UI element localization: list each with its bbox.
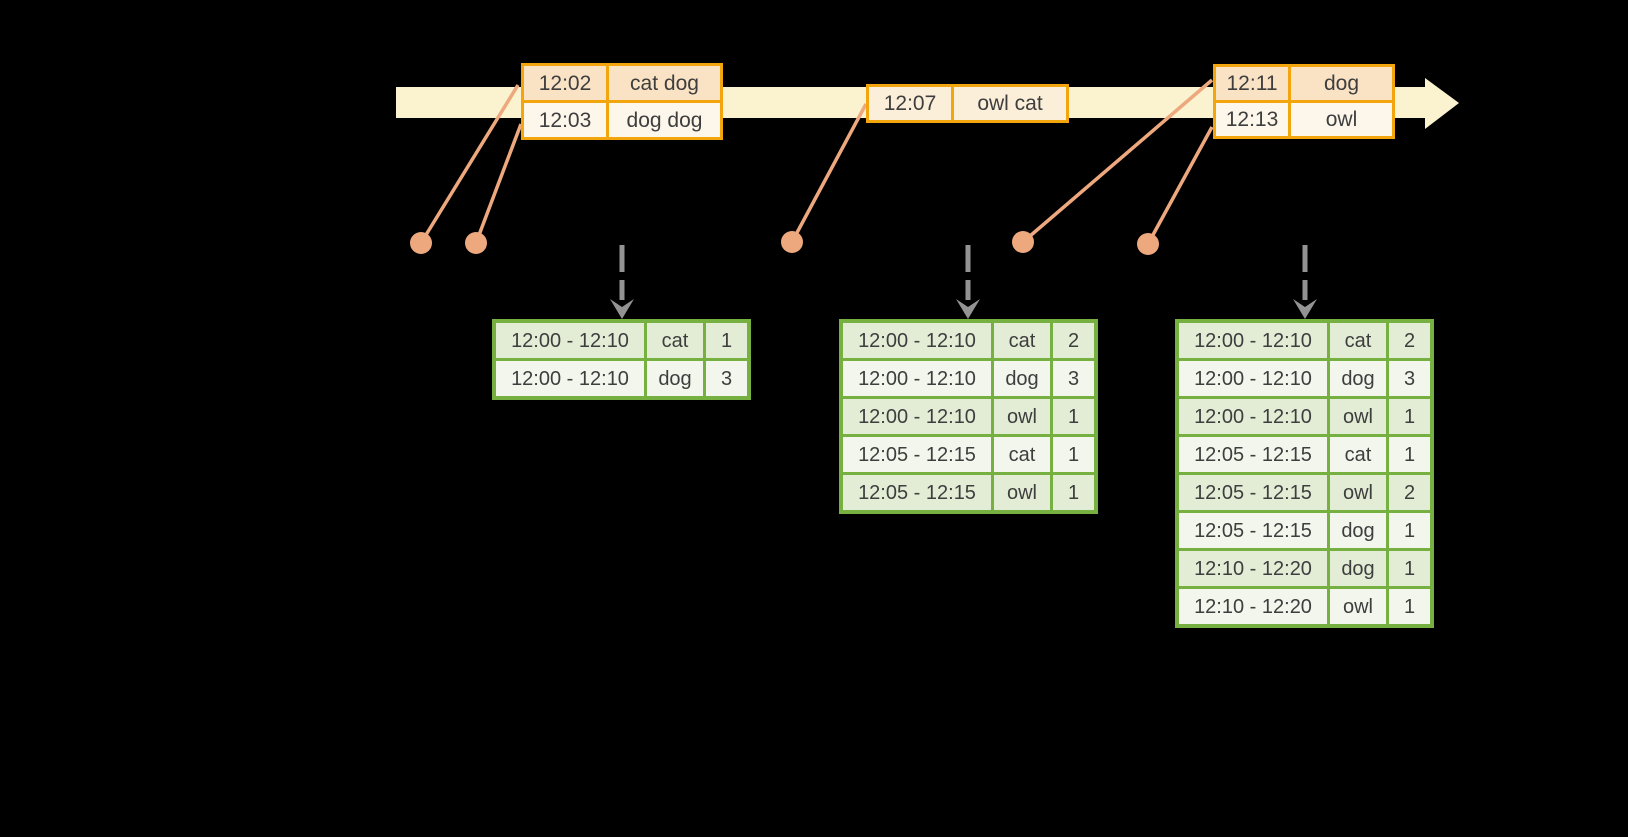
count-cell: 1 (1389, 589, 1430, 624)
result-table: 12:00 - 12:10 cat 2 12:00 - 12:10 dog 3 … (1175, 319, 1434, 628)
event-words-cell: owl (1291, 103, 1392, 136)
event-table: 12:11 dog 12:13 owl (1213, 64, 1395, 139)
word-cell: dog (994, 361, 1050, 396)
count-cell: 3 (1389, 361, 1430, 396)
count-cell: 1 (1053, 399, 1094, 434)
window-cell: 12:00 - 12:10 (843, 399, 991, 434)
window-cell: 12:05 - 12:15 (843, 475, 991, 510)
count-cell: 2 (1053, 323, 1094, 358)
event-dot (465, 232, 487, 254)
event-time-cell: 12:07 (869, 87, 951, 120)
connector-line (790, 103, 868, 243)
window-cell: 12:05 - 12:15 (1179, 475, 1327, 510)
event-time-cell: 12:11 (1216, 67, 1288, 100)
connector-line (474, 123, 523, 244)
window-cell: 12:00 - 12:10 (1179, 399, 1327, 434)
count-cell: 1 (1389, 513, 1430, 548)
window-cell: 12:10 - 12:20 (1179, 551, 1327, 586)
event-time-cell: 12:02 (524, 66, 606, 100)
word-cell: owl (1330, 475, 1386, 510)
connector-line (1021, 78, 1214, 244)
event-words-cell: cat dog (609, 66, 720, 100)
word-cell: owl (1330, 589, 1386, 624)
window-cell: 12:00 - 12:10 (843, 323, 991, 358)
window-cell: 12:05 - 12:15 (843, 437, 991, 472)
result-arrow-icon (610, 245, 634, 319)
count-cell: 1 (1389, 399, 1430, 434)
event-dot (781, 231, 803, 253)
count-cell: 1 (706, 323, 747, 358)
result-table: 12:00 - 12:10 cat 1 12:00 - 12:10 dog 3 (492, 319, 751, 400)
word-cell: owl (994, 475, 1050, 510)
word-cell: owl (994, 399, 1050, 434)
window-cell: 12:00 - 12:10 (496, 323, 644, 358)
event-table: 12:07 owl cat (866, 84, 1069, 123)
word-cell: dog (1330, 551, 1386, 586)
count-cell: 1 (1389, 551, 1430, 586)
window-cell: 12:00 - 12:10 (1179, 323, 1327, 358)
count-cell: 1 (1053, 437, 1094, 472)
result-arrow-icon (1293, 245, 1317, 319)
event-dot (410, 232, 432, 254)
event-dot (1137, 233, 1159, 255)
word-cell: dog (1330, 513, 1386, 548)
count-cell: 3 (706, 361, 747, 396)
count-cell: 1 (1389, 437, 1430, 472)
count-cell: 3 (1053, 361, 1094, 396)
count-cell: 2 (1389, 323, 1430, 358)
word-cell: cat (1330, 323, 1386, 358)
count-cell: 2 (1389, 475, 1430, 510)
event-dot (1012, 231, 1034, 253)
event-words-cell: owl cat (954, 87, 1066, 120)
event-time-cell: 12:03 (524, 103, 606, 137)
result-table: 12:00 - 12:10 cat 2 12:00 - 12:10 dog 3 … (839, 319, 1098, 514)
event-time-cell: 12:13 (1216, 103, 1288, 136)
count-cell: 1 (1053, 475, 1094, 510)
window-cell: 12:00 - 12:10 (496, 361, 644, 396)
event-table: 12:02 cat dog 12:03 dog dog (521, 63, 723, 140)
word-cell: dog (647, 361, 703, 396)
event-words-cell: dog dog (609, 103, 720, 137)
timeline-arrowhead-icon (1425, 78, 1459, 129)
word-cell: cat (1330, 437, 1386, 472)
word-cell: owl (1330, 399, 1386, 434)
word-cell: cat (994, 323, 1050, 358)
result-arrow-icon (956, 245, 980, 319)
window-cell: 12:10 - 12:20 (1179, 589, 1327, 624)
window-cell: 12:00 - 12:10 (1179, 361, 1327, 396)
word-cell: dog (1330, 361, 1386, 396)
event-words-cell: dog (1291, 67, 1392, 100)
connector-line (1146, 126, 1214, 245)
window-cell: 12:05 - 12:15 (1179, 513, 1327, 548)
window-cell: 12:00 - 12:10 (843, 361, 991, 396)
word-cell: cat (994, 437, 1050, 472)
word-cell: cat (647, 323, 703, 358)
connector-line (419, 84, 520, 244)
window-cell: 12:05 - 12:15 (1179, 437, 1327, 472)
